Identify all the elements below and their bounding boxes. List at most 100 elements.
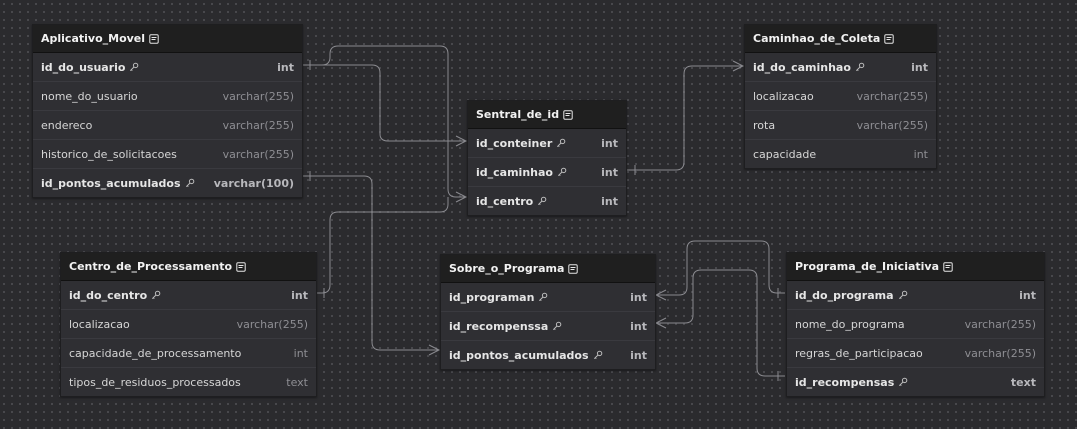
column-type: varchar(255): [222, 147, 294, 161]
table-header[interactable]: Sobre_o_Programa: [441, 255, 655, 283]
column-type: varchar(255): [856, 118, 928, 132]
column-type: int: [601, 165, 618, 179]
note-icon[interactable]: [563, 109, 573, 120]
column-type: int: [630, 290, 647, 304]
column-row[interactable]: id_do_usuario int: [33, 53, 302, 82]
connector-centro-loop: [316, 197, 449, 294]
column-type: varchar(255): [964, 317, 1036, 331]
column-row[interactable]: tipos_de_residuos_processados text: [61, 368, 316, 396]
column-row[interactable]: id_programan int: [441, 283, 655, 312]
column-type: int: [291, 288, 308, 302]
column-type: varchar(255): [964, 346, 1036, 360]
column-name: id_programan: [449, 291, 548, 304]
column-row[interactable]: rota varchar(255): [745, 111, 936, 140]
note-icon[interactable]: [884, 33, 894, 44]
key-icon: [593, 350, 603, 360]
column-name-text: id_do_programa: [795, 288, 894, 302]
column-name: id_pontos_acumulados: [41, 177, 195, 190]
column-type: text: [1010, 375, 1036, 389]
column-type: varchar(255): [222, 118, 294, 132]
key-icon: [538, 292, 548, 302]
column-name: localizacao: [753, 90, 814, 103]
column-name: regras_de_participacao: [795, 347, 923, 360]
column-name-text: id_centro: [476, 194, 534, 208]
key-icon: [898, 290, 908, 300]
column-row[interactable]: historico_de_solicitacoes varchar(255): [33, 140, 302, 169]
column-name: endereco: [41, 119, 92, 132]
column-name: historico_de_solicitacoes: [41, 148, 177, 161]
column-row[interactable]: regras_de_participacao varchar(255): [787, 339, 1044, 368]
connector-pontos: [302, 175, 439, 351]
column-type: int: [601, 194, 618, 208]
column-name-text: id_pontos_acumulados: [41, 176, 181, 190]
column-name: id_caminhao: [476, 166, 567, 179]
column-type: int: [277, 60, 294, 74]
column-row[interactable]: endereco varchar(255): [33, 111, 302, 140]
column-row[interactable]: id_centro int: [468, 187, 626, 215]
table-programa-de-iniciativa[interactable]: Programa_de_Iniciativa id_do_programa int n…: [786, 252, 1045, 397]
column-row[interactable]: capacidade_de_processamento int: [61, 339, 316, 368]
column-name-text: id_programan: [449, 290, 535, 304]
column-name-text: capacidade_de_processamento: [69, 346, 242, 360]
table-title: Programa_de_Iniciativa: [795, 260, 940, 273]
column-name: id_do_usuario: [41, 61, 139, 74]
note-icon[interactable]: [236, 261, 246, 272]
column-type: varchar(255): [222, 89, 294, 103]
column-name: id_conteiner: [476, 137, 566, 150]
column-type: int: [293, 346, 308, 360]
column-name-text: capacidade: [753, 147, 817, 161]
key-icon: [556, 138, 566, 148]
column-name: capacidade_de_processamento: [69, 347, 241, 360]
column-row[interactable]: id_caminhao int: [468, 158, 626, 187]
column-name: tipos_de_residuos_processados: [69, 376, 241, 389]
column-type: int: [1019, 288, 1036, 302]
note-icon[interactable]: [568, 263, 579, 274]
column-name: localizacao: [69, 318, 130, 331]
column-name-text: id_do_usuario: [41, 60, 126, 74]
column-name: rota: [753, 119, 775, 132]
key-icon: [151, 290, 161, 300]
table-header[interactable]: Centro_de_Processamento: [61, 253, 316, 281]
column-type: int: [913, 147, 928, 161]
column-name-text: rota: [753, 118, 776, 132]
column-row[interactable]: localizacao varchar(255): [745, 82, 936, 111]
table-header[interactable]: Sentral_de_id: [468, 101, 626, 129]
table-aplicativo-movel[interactable]: Aplicativo_Movel id_do_usuario int nome_do_…: [32, 24, 303, 198]
note-icon[interactable]: [943, 261, 953, 272]
table-title: Sobre_o_Programa: [449, 262, 565, 275]
table-header[interactable]: Programa_de_Iniciativa: [787, 253, 1044, 281]
note-icon[interactable]: [149, 33, 159, 44]
column-name: id_centro: [476, 195, 547, 208]
column-row[interactable]: id_do_centro int: [61, 281, 316, 310]
column-name-text: historico_de_solicitacoes: [41, 147, 177, 161]
column-row[interactable]: id_conteiner int: [468, 129, 626, 158]
table-title: Aplicativo_Movel: [41, 32, 146, 45]
column-row[interactable]: id_do_programa int: [787, 281, 1044, 310]
table-header[interactable]: Aplicativo_Movel: [33, 25, 302, 53]
column-type: text: [286, 375, 308, 389]
column-type: varchar(255): [856, 89, 928, 103]
key-icon: [898, 377, 908, 387]
connector-usuario-conteiner: [302, 64, 466, 142]
table-header[interactable]: Caminhao_de_Coleta: [745, 25, 936, 53]
column-name: id_do_programa: [795, 289, 908, 302]
column-row[interactable]: nome_do_usuario varchar(255): [33, 82, 302, 111]
column-row[interactable]: capacidade int: [745, 140, 936, 168]
column-type: int: [601, 136, 618, 150]
column-name-text: id_do_centro: [69, 288, 148, 302]
column-name-text: nome_do_usuario: [41, 89, 138, 103]
column-name: id_do_caminhao: [753, 61, 865, 74]
column-type: int: [630, 319, 647, 333]
column-name-text: id_pontos_acumulados: [449, 348, 589, 362]
